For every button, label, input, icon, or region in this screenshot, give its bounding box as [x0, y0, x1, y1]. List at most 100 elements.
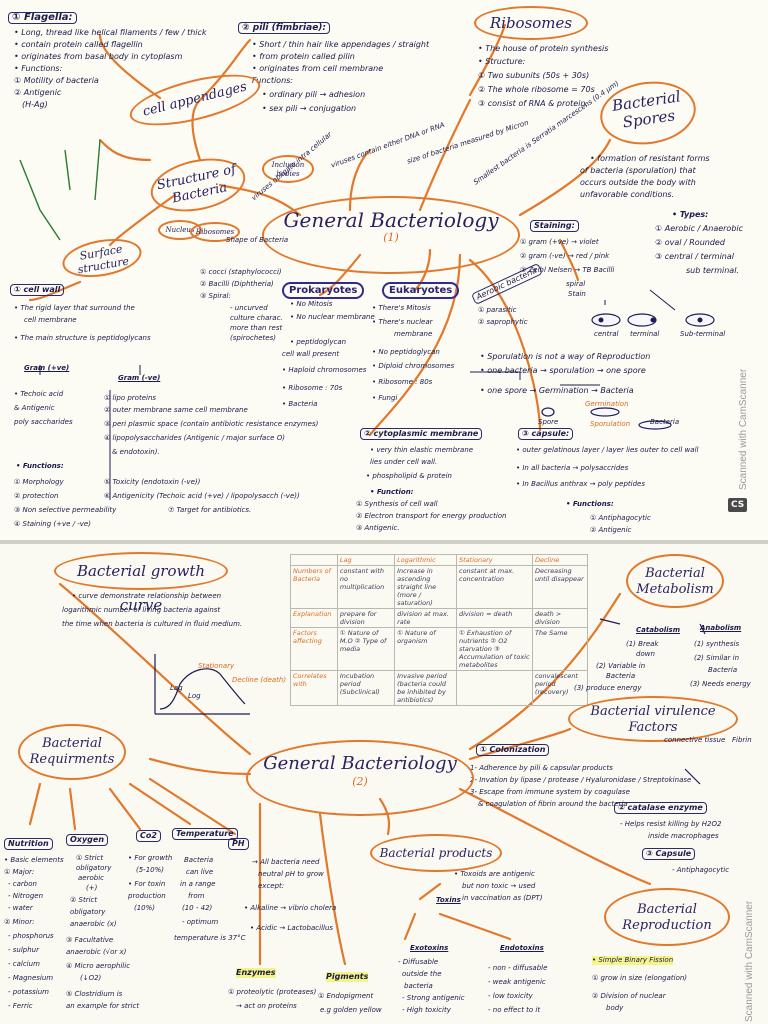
camscanner-watermark-2: Scanned with CamScanner — [744, 900, 755, 1022]
gram-neg-line-3: ③ peri plasmic space (contain antibiotic… — [104, 420, 319, 428]
nutrition-line-3: - carbon — [8, 880, 37, 888]
catabolism-line-3: (2) Variable in — [596, 662, 646, 670]
table-cell: The Same — [531, 627, 589, 671]
pili-line-3: • originates from cell membrane — [252, 64, 384, 73]
shape-line-6: more than rest — [230, 324, 283, 332]
prokaryotes-heading: Prokaryotes — [282, 282, 365, 299]
gram-neg-line-2: ② outer membrane same cell membrane — [104, 406, 248, 414]
flagella-line-6: ② Antigenic — [14, 88, 62, 97]
table-cell: ① Nature of organism — [394, 627, 457, 671]
co2-line-1: • For growth — [128, 854, 173, 862]
temperature-line-2: can live — [186, 868, 214, 876]
euk-line-5: • Diploid chromosomes — [372, 362, 455, 370]
anabolism-line-3: Bacteria — [708, 666, 738, 674]
nutrition-line-9: - calcium — [8, 960, 40, 968]
capsule-virulence-heading: ③ Capsule — [642, 848, 696, 860]
cell-wall-heading: ① cell wall — [10, 284, 65, 296]
table-row: Numbers of Bacteria constant with no mul… — [290, 565, 589, 609]
flagella-line-5: ① Motility of bacteria — [14, 76, 99, 85]
nutrition-line-8: - sulphur — [8, 946, 39, 954]
table-header-blank — [290, 554, 338, 566]
exotoxin-line-4: - Strong antigenic — [402, 994, 465, 1002]
spore-type-4: sub terminal. — [686, 266, 739, 275]
curve-label-lag: Lag — [170, 684, 183, 692]
capsule-line-3: • In Bacillus anthrax → poly peptides — [516, 480, 646, 488]
prok-line-4: cell wall present — [282, 350, 340, 358]
virulence-line-3: 3- Escape from immune system by coagulas… — [470, 788, 630, 796]
catalase-line-2: inside macrophages — [648, 832, 719, 840]
oxygen-line-9: anaerobic (√or x) — [66, 948, 127, 956]
center-title-1: General Bacteriology — [283, 208, 499, 232]
growth-phases-table: Lag Logarithmic Stationary Decline Numbe… — [290, 554, 589, 706]
table-cell: death > division — [531, 608, 589, 628]
flagella-line-3: • originates from basal body in cytoplas… — [14, 52, 183, 61]
co2-heading: Co2 — [136, 830, 161, 842]
aerobic-saprophytic: ② saprophytic — [478, 318, 528, 326]
sporulation-line-3: • one spore → Germination → Bacteria — [480, 386, 634, 395]
pili-heading: ② pili (fimbriae): — [238, 22, 331, 34]
spore-shape-terminal: terminal — [630, 330, 660, 338]
table-header-log: Logarithmic — [394, 554, 457, 566]
co2-line-3: • For toxin — [128, 880, 166, 888]
cw-func-7: ⑦ Target for antibiotics. — [168, 506, 252, 514]
catabolism-line-5: (3) produce energy — [574, 684, 642, 692]
eukaryotes-heading: Eukaryotes — [382, 282, 460, 299]
co2-line-4: production — [128, 892, 166, 900]
general-bacteriology-oval-1: General Bacteriology (1) — [262, 196, 520, 274]
cw-func-5: ⑤ Toxicity (endotoxin (-ve)) — [104, 478, 201, 486]
oxygen-line-2: obligatory — [76, 864, 112, 872]
cell-appendages-oval: cell appendages — [125, 64, 265, 136]
cyto-line-6: ② Electron transport for energy producti… — [356, 512, 507, 520]
cyto-line-3: • phospholipid & protein — [366, 472, 452, 480]
reproduction-line-4: body — [606, 1004, 624, 1012]
nutrition-line-12: - Ferric — [8, 1002, 33, 1010]
table-cell: constant with no multiplication — [336, 565, 396, 609]
gram-neg-line-5: & endotoxin). — [112, 448, 160, 456]
spore-type-2: ② oval / Rounded — [655, 238, 725, 247]
co2-line-5: (10%) — [134, 904, 156, 912]
gram-pos-line-2: & Antigenic — [14, 404, 55, 412]
center-title-2: General Bacteriology — [263, 753, 457, 774]
fibrin-label: Fibrin — [732, 736, 752, 744]
spores-line-1: • formation of resistant forms — [590, 154, 710, 163]
temperature-heading: Temperature — [172, 828, 238, 840]
table-cell: division = death — [456, 608, 533, 628]
spore-type-1: ① Aerobic / Anaerobic — [655, 224, 744, 233]
cytoplasmic-membrane-heading: ② cytoplasmic membrane — [360, 428, 483, 440]
oxygen-line-13: an example for strict — [66, 1002, 140, 1010]
cyto-line-4: • Function: — [370, 488, 414, 496]
table-cell: ① Exhaustion of nutrients ② O2 starvatio… — [456, 627, 533, 671]
exotoxin-line-5: - High toxicity — [402, 1006, 451, 1014]
aerobic-parasitic: ① parasitic — [478, 306, 517, 314]
curve-label-stationary: Stationary — [198, 662, 235, 670]
table-row: Correlates with Incubation period (Subcl… — [290, 670, 589, 706]
nutrition-line-7: - phosphorus — [8, 932, 54, 940]
table-header-stationary: Stationary — [456, 554, 533, 566]
shape-line-7: (spirochetes) — [230, 334, 276, 342]
cw-func-4: ④ Staining (+ve / -ve) — [14, 520, 91, 528]
enzymes-heading: Enzymes — [236, 968, 276, 978]
euk-line-2: • There's nuclear — [372, 318, 433, 326]
shape-line-1: ① cocci (staphylococci) — [200, 268, 282, 276]
staining-line-2: ② gram (-ve) → red / pink — [520, 252, 610, 260]
euk-line-6: • Ribosome : 80s — [372, 378, 433, 386]
table-cell: Decreasing until disappear — [531, 565, 589, 609]
shape-heading: Shape of Bacteria — [226, 236, 289, 244]
table-cell: Numbers of Bacteria — [290, 565, 338, 609]
pili-line-6: • sex pili → conjugation — [262, 104, 357, 113]
temperature-line-7: temperature is 37°C — [174, 934, 246, 942]
endotoxin-line-3: - low toxicity — [488, 992, 533, 1000]
exotoxins-heading: Exotoxins — [410, 944, 449, 952]
toxoids-line-1: • Toxoids are antigenic — [454, 870, 535, 878]
oxygen-line-8: ③ Facultative — [66, 936, 114, 944]
nutrition-line-11: - potassium — [8, 988, 50, 996]
gram-pos-line-3: poly saccharides — [14, 418, 73, 426]
ph-line-5: • Acidic → Lactobacillus — [250, 924, 334, 932]
reproduction-line-3: ② Division of nuclear — [592, 992, 666, 1000]
sporulation-line-2: • one bacteria → sporulation → one spore — [480, 366, 646, 375]
camscanner-badge: CS — [728, 498, 748, 512]
table-cell: Explanation — [290, 608, 338, 628]
sporulation-label-sporulation: Sporulation — [590, 420, 631, 428]
nutrition-line-10: - Magnesium — [8, 974, 54, 982]
ribosomes-line-1: • The house of protein synthesis — [478, 44, 609, 53]
